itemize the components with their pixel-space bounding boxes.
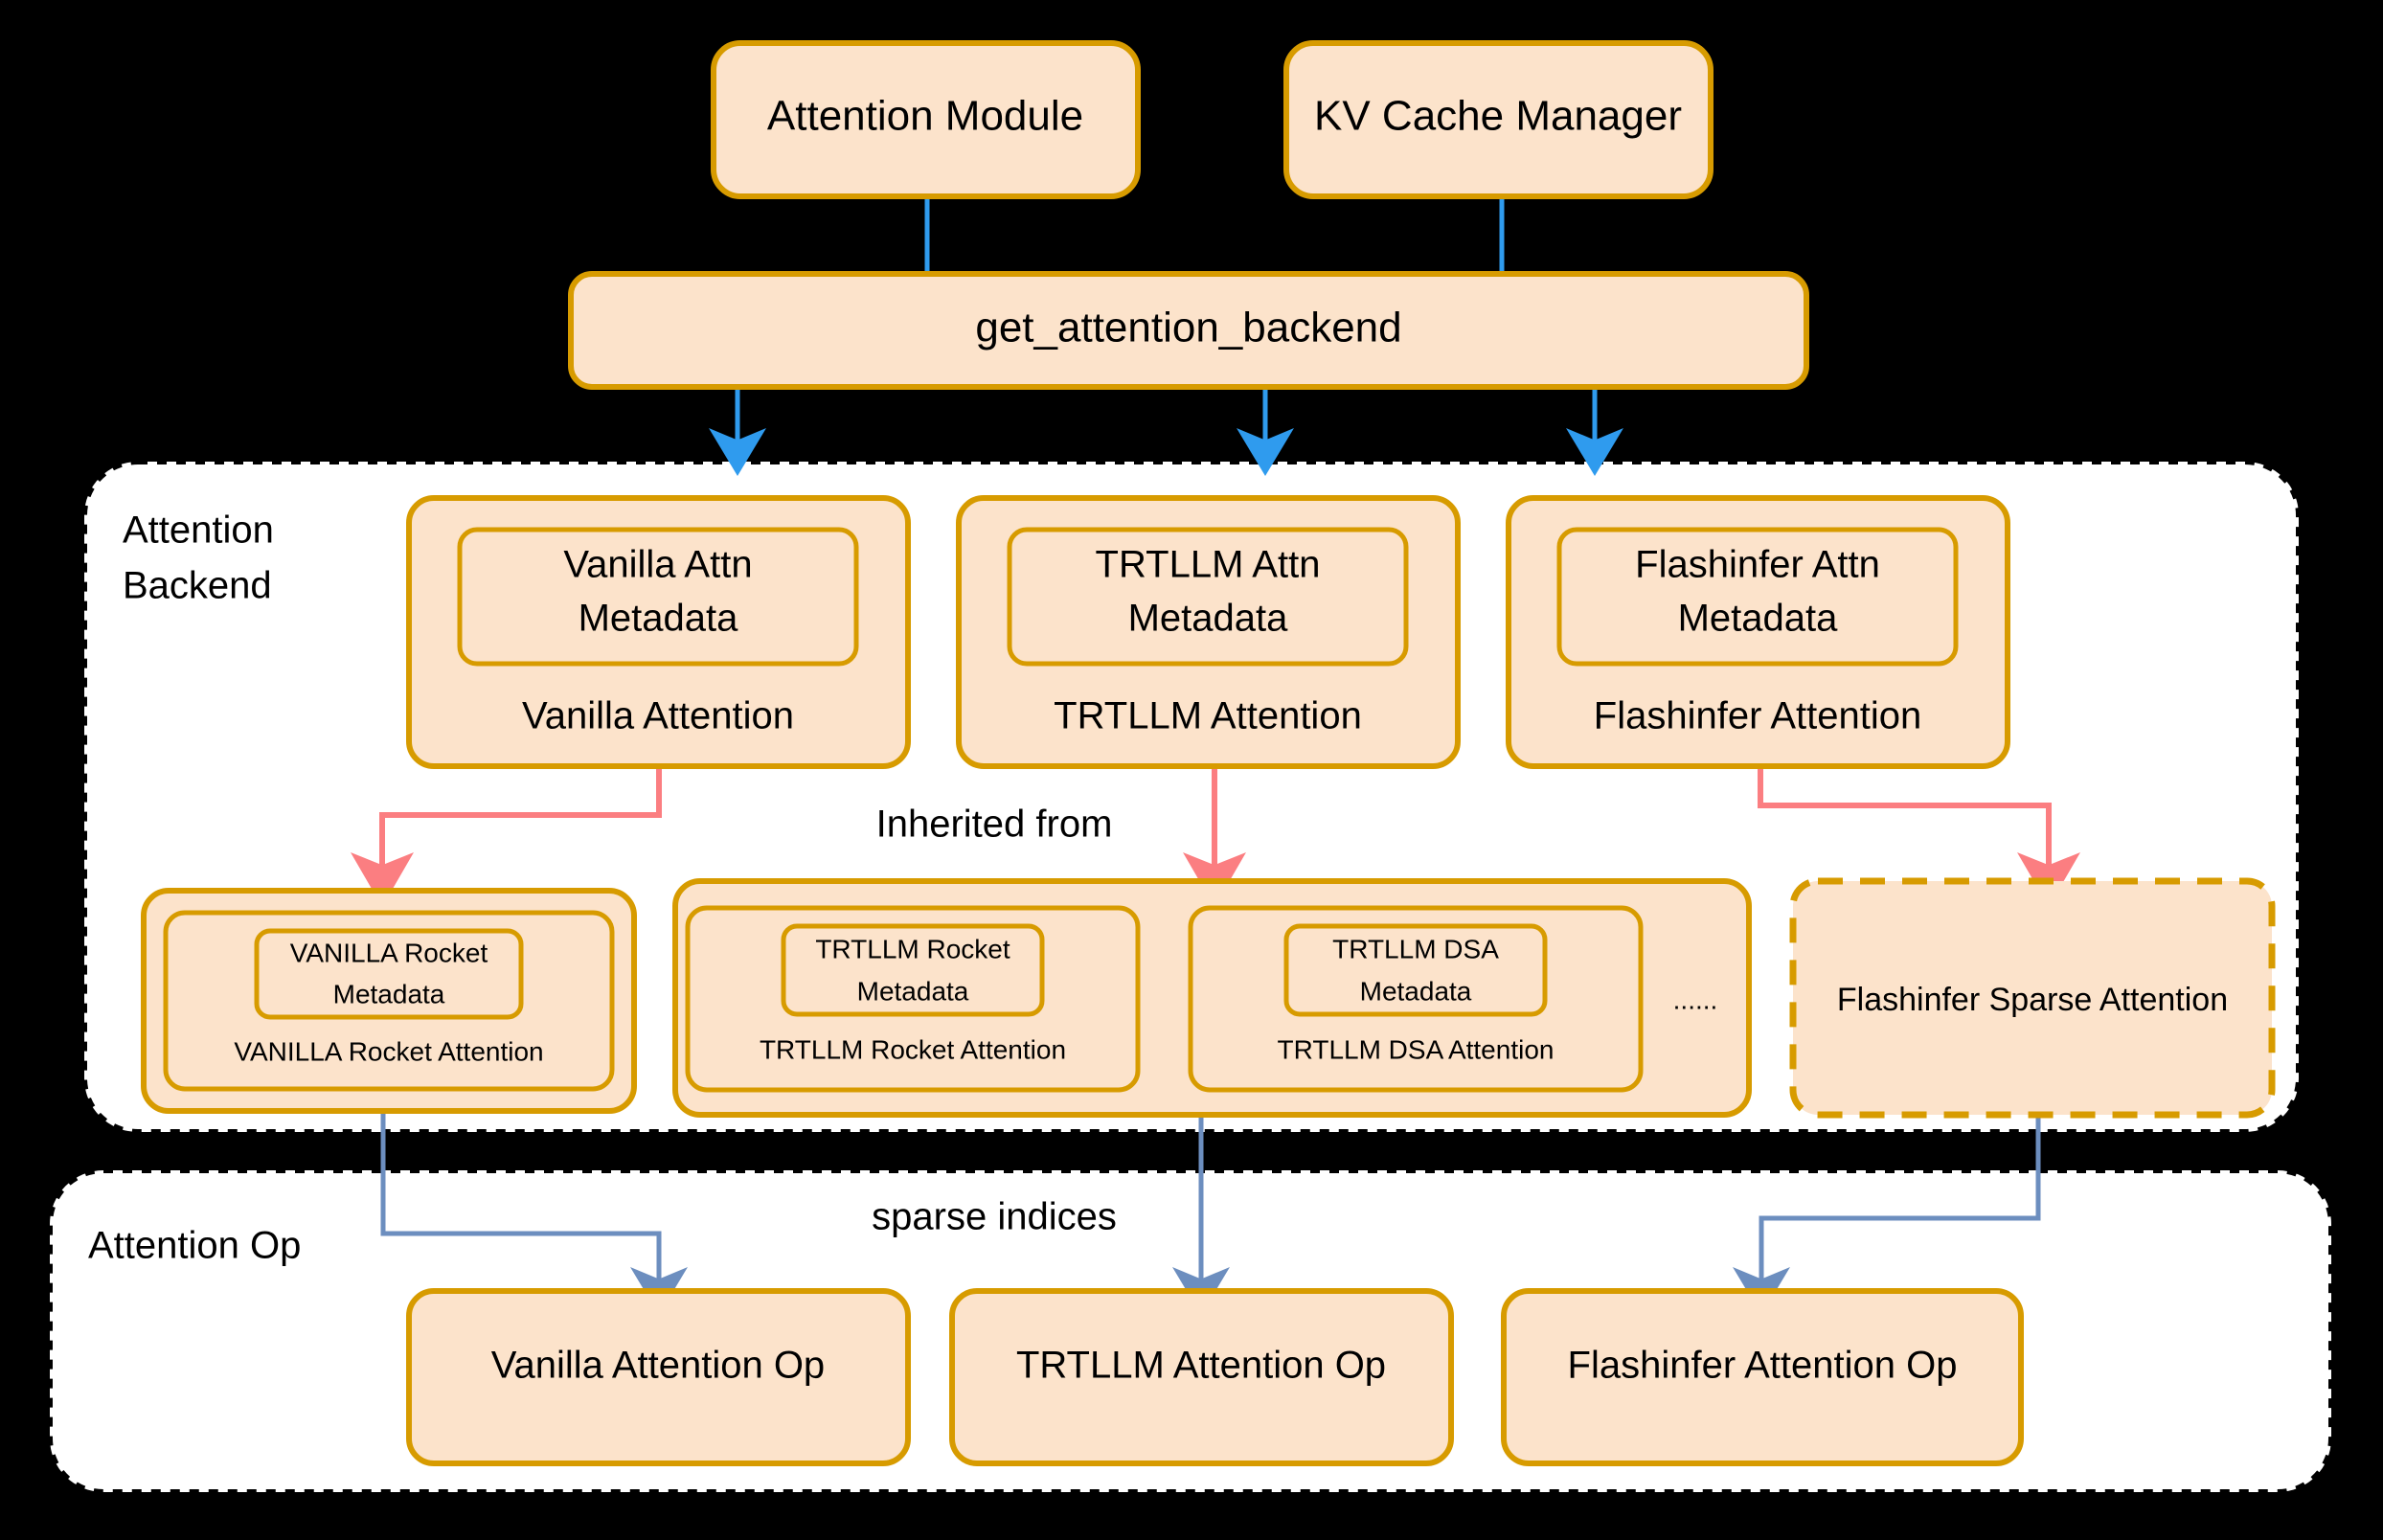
vanilla-rocket-metadata-box[interactable]	[254, 928, 524, 1020]
flashinfer-attn-metadata-label-line1: Flashinfer Attn	[1635, 544, 1880, 586]
attention-backend-region-label-line1: Attention	[123, 510, 274, 552]
attention-backend-region-label-line2: Backend	[123, 565, 272, 607]
kv-cache-manager-box[interactable]	[1283, 40, 1713, 199]
kv-cache-manager-label: KV Cache Manager	[1314, 93, 1682, 140]
flashinfer-attn-metadata-label-line2: Metadata	[1678, 598, 1839, 640]
backend-node-trtllm[interactable]: TRTLLM Attn Metadata TRTLLM Attention	[956, 495, 1461, 769]
flashinfer-sparse-attention-box[interactable]	[1789, 877, 2276, 1119]
flashinfer-attention-op-label: Flashinfer Attention Op	[1568, 1345, 1958, 1387]
attention-module-label: Attention Module	[767, 93, 1083, 140]
flashinfer-sparse-attention-node[interactable]: Flashinfer Sparse Attention	[1789, 877, 2276, 1119]
attention-op-node-flashinfer[interactable]: Flashinfer Attention Op	[1501, 1288, 2024, 1466]
attention-module-box[interactable]	[711, 40, 1141, 199]
get-attention-backend-box[interactable]	[568, 271, 1809, 390]
flashinfer-attn-metadata-box[interactable]	[1556, 527, 1959, 667]
trtllm-dsa-metadata-label-line2: Metadata	[1360, 976, 1472, 1006]
trtllm-rocket-attention-label: TRTLLM Rocket Attention	[760, 1034, 1066, 1064]
trtllm-attn-metadata-box[interactable]	[1007, 527, 1409, 667]
inherited-from-label: Inherited from	[876, 804, 1113, 846]
vanilla-attention-op-label: Vanilla Attention Op	[491, 1345, 825, 1387]
edge-sparse-flashinfer	[1733, 1111, 2041, 1315]
vanilla-attn-metadata-label-line1: Vanilla Attn	[563, 544, 752, 586]
attention-module-node[interactable]: Attention Module	[711, 40, 1141, 199]
trtllm-rocket-metadata-label-line1: TRTLLM Rocket	[815, 934, 1010, 963]
trtllm-rocket-metadata-label-line2: Metadata	[857, 976, 969, 1006]
vanilla-rocket-attention-label: VANILLA Rocket Attention	[234, 1036, 543, 1066]
trtllm-more-ellipsis: ......	[1673, 985, 1718, 1014]
get-attention-backend-node[interactable]: get_attention_backend	[568, 271, 1809, 390]
trtllm-attn-metadata-label-line1: TRTLLM Attn	[1096, 544, 1321, 586]
attention-op-region-label: Attention Op	[88, 1225, 301, 1267]
vanilla-rocket-metadata-label-line2: Metadata	[333, 979, 445, 1008]
attention-op-node-vanilla[interactable]: Vanilla Attention Op	[406, 1288, 911, 1466]
flashinfer-attention-label: Flashinfer Attention	[1594, 695, 1921, 737]
edge-inherit-vanilla	[351, 766, 662, 907]
sparse-group-trtllm[interactable]: TRTLLM Rocket Metadata TRTLLM Rocket Att…	[672, 878, 1752, 1118]
trtllm-dsa-metadata-box[interactable]	[1283, 923, 1548, 1017]
edge-sparse-vanilla	[380, 1111, 688, 1315]
flashinfer-attention-op-box[interactable]	[1501, 1288, 2024, 1466]
trtllm-attention-label: TRTLLM Attention	[1054, 695, 1362, 737]
vanilla-attn-metadata-box[interactable]	[457, 527, 859, 667]
backend-node-flashinfer[interactable]: Flashinfer Attn Metadata Flashinfer Atte…	[1506, 495, 2010, 769]
trtllm-attention-op-box[interactable]	[949, 1288, 1454, 1466]
kv-cache-manager-node[interactable]: KV Cache Manager	[1283, 40, 1713, 199]
sparse-indices-label: sparse indices	[872, 1196, 1117, 1238]
flashinfer-sparse-attention-label: Flashinfer Sparse Attention	[1837, 982, 2228, 1018]
vanilla-rocket-metadata-label-line1: VANILLA Rocket	[290, 938, 488, 967]
trtllm-dsa-metadata-label-line1: TRTLLM DSA	[1332, 934, 1499, 963]
vanilla-attention-label: Vanilla Attention	[522, 695, 794, 737]
vanilla-attention-op-box[interactable]	[406, 1288, 911, 1466]
trtllm-rocket-metadata-box[interactable]	[781, 923, 1045, 1017]
attention-op-node-trtllm[interactable]: TRTLLM Attention Op	[949, 1288, 1454, 1466]
edge-inherit-flashinfer	[1758, 766, 2080, 907]
vanilla-attn-metadata-label-line2: Metadata	[579, 598, 739, 640]
backend-node-vanilla[interactable]: Vanilla Attn Metadata Vanilla Attention	[406, 495, 911, 769]
sparse-group-vanilla[interactable]: VANILLA Rocket Metadata VANILLA Rocket A…	[141, 888, 637, 1114]
trtllm-attention-op-label: TRTLLM Attention Op	[1016, 1345, 1386, 1387]
trtllm-dsa-attention-label: TRTLLM DSA Attention	[1278, 1034, 1555, 1064]
get-attention-backend-label: get_attention_backend	[975, 305, 1401, 351]
trtllm-attn-metadata-label-line2: Metadata	[1128, 598, 1289, 640]
